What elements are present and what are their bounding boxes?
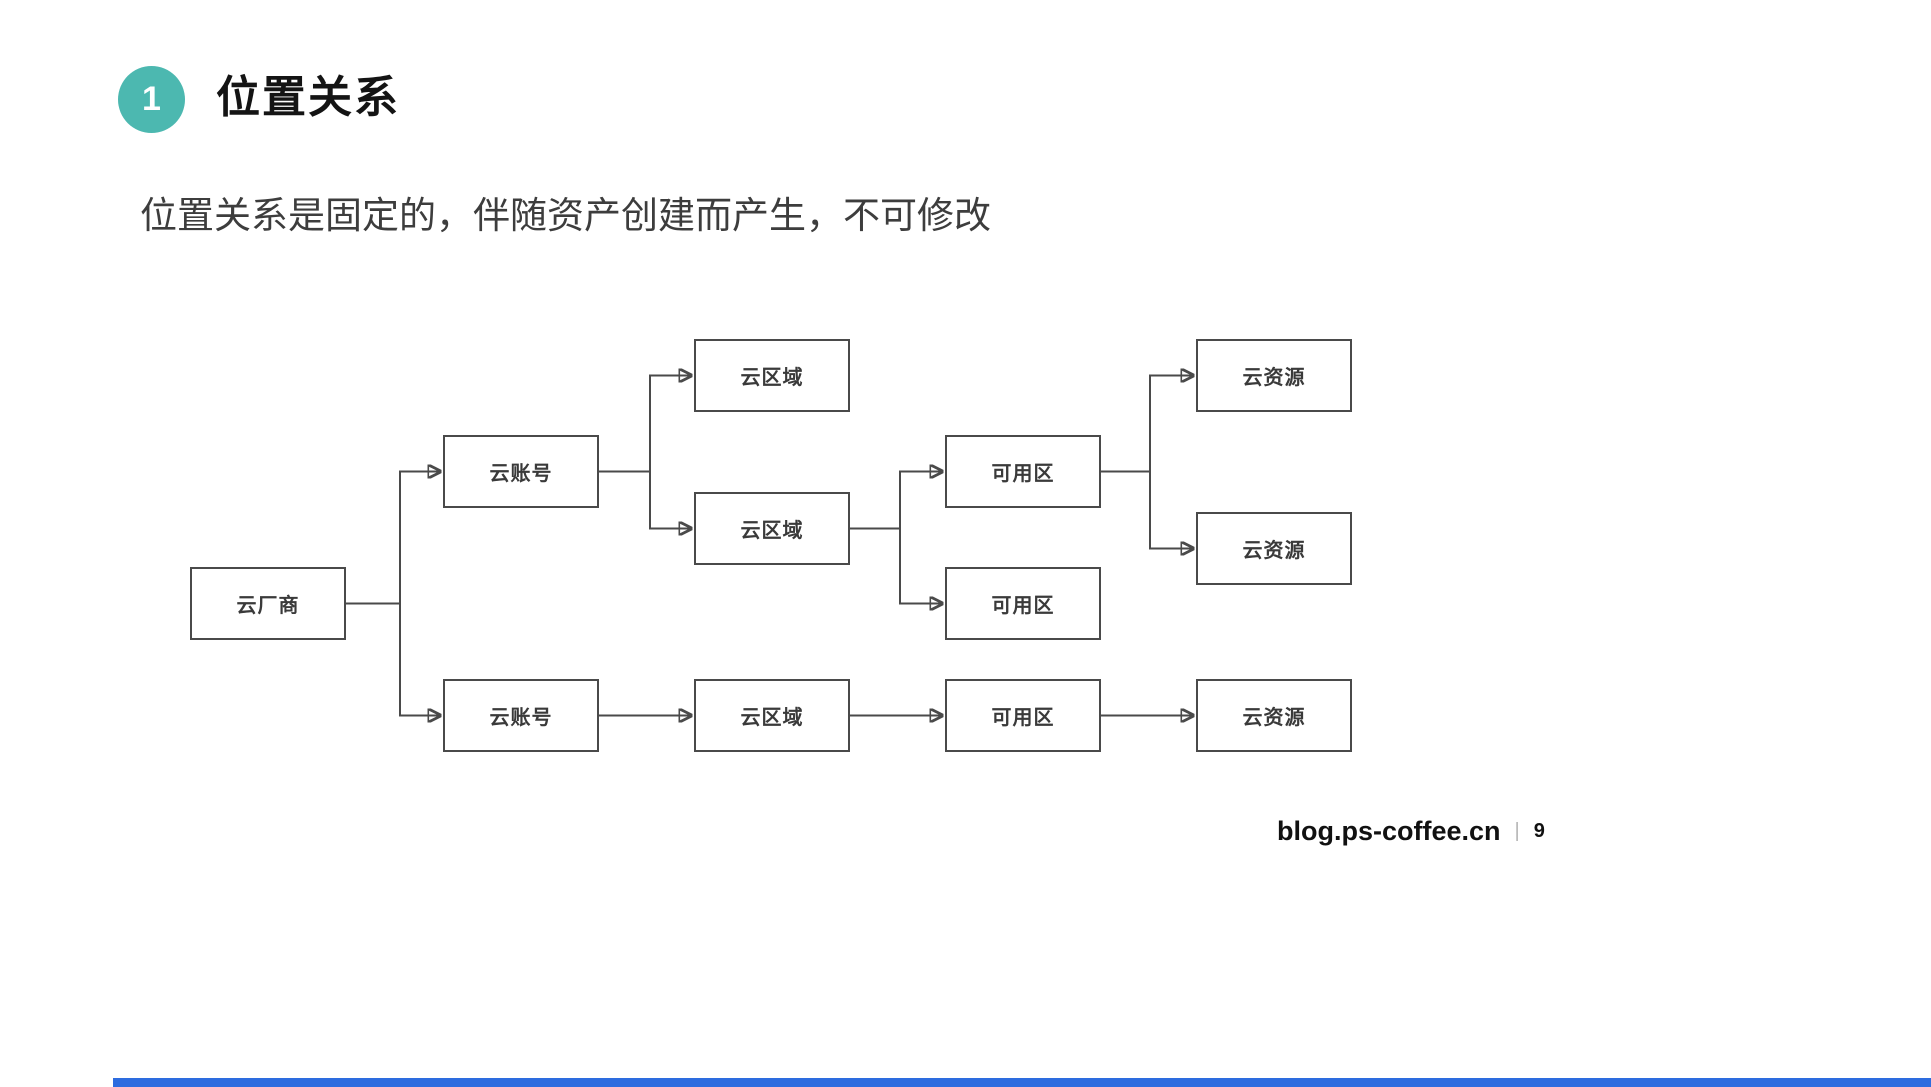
- connector-vendor-to-account-1: [346, 472, 441, 605]
- node-cloud-resource-3: 云资源: [1196, 679, 1352, 752]
- node-cloud-account-1: 云账号: [443, 435, 599, 508]
- connector-az-1-to-resource-1: [1101, 376, 1194, 473]
- footer-site-url: blog.ps-coffee.cn: [1277, 816, 1501, 846]
- node-cloud-region-2: 云区域: [694, 492, 850, 565]
- section-number: 1: [142, 80, 161, 118]
- node-cloud-resource-1: 云资源: [1196, 339, 1352, 412]
- footer-page-number: 9: [1533, 820, 1545, 842]
- connector-vendor-to-account-2: [346, 602, 441, 716]
- footer: blog.ps-coffee.cn | 9: [1277, 816, 1545, 847]
- node-availability-zone-3: 可用区: [945, 679, 1101, 752]
- page-title: 位置关系: [216, 73, 400, 122]
- connector-region-2-to-az-2: [850, 527, 943, 604]
- node-availability-zone-1: 可用区: [945, 435, 1101, 508]
- node-cloud-account-2: 云账号: [443, 679, 599, 752]
- node-cloud-region-3: 云区域: [694, 679, 850, 752]
- subtitle-text: 位置关系是固定的，伴随资产创建而产生，不可修改: [140, 195, 991, 236]
- footer-separator: |: [1514, 820, 1520, 842]
- node-availability-zone-2: 可用区: [945, 567, 1101, 640]
- connector-region-2-to-az-1: [850, 472, 943, 530]
- connector-account-1-to-region-1: [599, 376, 692, 473]
- node-cloud-region-1: 云区域: [694, 339, 850, 412]
- bottom-accent-bar: [113, 1078, 1931, 1087]
- connector-account-1-to-region-2: [599, 470, 692, 529]
- node-cloud-vendor: 云厂商: [190, 567, 346, 640]
- section-number-badge: 1: [118, 66, 185, 133]
- connector-az-1-to-resource-2: [1101, 470, 1194, 549]
- node-cloud-resource-2: 云资源: [1196, 512, 1352, 585]
